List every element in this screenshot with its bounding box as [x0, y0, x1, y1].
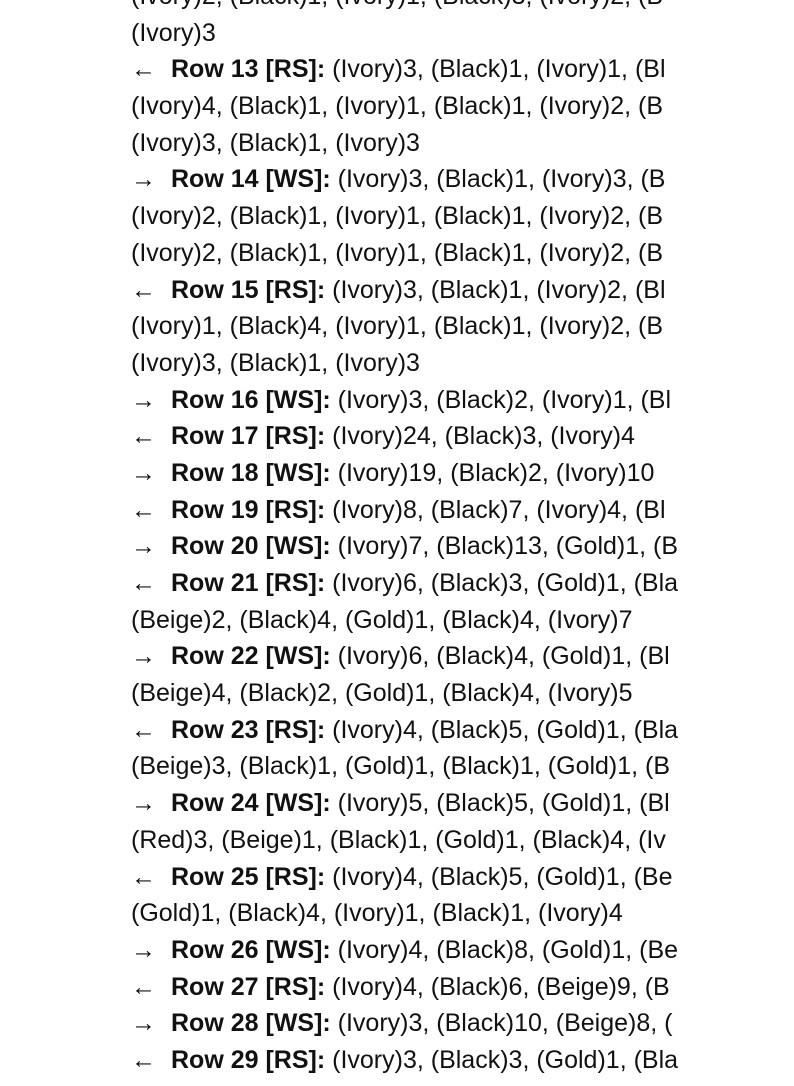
instruction-continuation-line: (Ivory)3 — [131, 15, 794, 52]
row-instruction-line: ← Row 17 [RS]: (Ivory)24, (Black)3, (Ivor… — [131, 418, 794, 455]
row-instruction-line: ← Row 25 [RS]: (Ivory)4, (Black)5, (Gold)… — [131, 859, 794, 896]
row-label: Row 13 [RS]: — [171, 55, 326, 84]
arrow-left-icon: ← — [131, 862, 156, 891]
instruction-continuation-line: (Beige)2, (Black)4, (Gold)1, (Black)4, (… — [131, 602, 794, 639]
arrow-left-icon: ← — [131, 55, 156, 84]
row-label: Row 16 [WS]: — [171, 385, 331, 414]
row-instruction-line: → Row 28 [WS]: (Ivory)3, (Black)10, (Beig… — [131, 1005, 794, 1042]
color-sequence-text: (Ivory)3, (Black)1, (Ivory)3 — [131, 128, 420, 157]
color-sequence-text: (Beige)4, (Black)2, (Gold)1, (Black)4, (… — [131, 679, 633, 708]
row-label: Row 21 [RS]: — [171, 569, 326, 597]
row-instruction-line: ← Row 27 [RS]: (Ivory)4, (Black)6, (Beige… — [131, 969, 794, 1006]
color-sequence-text: (Beige)3, (Black)1, (Gold)1, (Black)1, (… — [131, 752, 671, 781]
row-instruction-line: ← Row 23 [RS]: (Ivory)4, (Black)5, (Gold)… — [131, 712, 794, 749]
instruction-continuation-line: (Red)3, (Beige)1, (Black)1, (Gold)1, (Bl… — [131, 822, 794, 859]
arrow-left-icon: ← — [131, 495, 156, 524]
instruction-continuation-line: (Ivory)1, (Black)4, (Ivory)1, (Black)1, … — [131, 308, 794, 345]
color-sequence-text: (Ivory)2, (Black)1, (Ivory)1, (Black)3, … — [131, 0, 663, 10]
color-sequence-text: (Ivory)4, (Black)6, (Beige)9, (B — [325, 972, 670, 1001]
color-sequence-text: (Ivory)6, (Black)3, (Gold)1, (Bla — [325, 569, 679, 597]
row-instruction-line: ← Row 19 [RS]: (Ivory)8, (Black)7, (Ivory… — [131, 492, 794, 529]
arrow-right-icon: → — [131, 642, 156, 671]
row-label: Row 17 [RS]: — [171, 422, 326, 451]
row-instruction-line: ← Row 13 [RS]: (Ivory)3, (Black)1, (Ivory… — [131, 51, 794, 88]
color-sequence-text: (Red)3, (Beige)1, (Black)1, (Gold)1, (Bl… — [131, 825, 666, 854]
instruction-continuation-line: (Ivory)3, (Black)1, (Ivory)3 — [131, 345, 794, 382]
row-label: Row 26 [WS]: — [171, 935, 331, 964]
color-sequence-text: (Ivory)2, (Black)1, (Ivory)1, (Black)1, … — [131, 238, 664, 267]
row-label: Row 28 [WS]: — [171, 1009, 331, 1038]
row-label: Row 23 [RS]: — [171, 715, 326, 744]
instruction-continuation-line: (Ivory)2, (Black)1, (Ivory)1, (Black)3, … — [131, 0, 794, 15]
arrow-left-icon: ← — [131, 275, 156, 304]
instruction-continuation-line: (Beige)4, (Black)2, (Gold)1, (Black)4, (… — [131, 675, 794, 712]
instruction-continuation-line: (Ivory)2, (Black)1, (Ivory)1, (Black)1, … — [131, 235, 794, 272]
row-label: Row 20 [WS]: — [171, 532, 331, 561]
arrow-left-icon: ← — [131, 1045, 156, 1074]
color-sequence-text: (Ivory)19, (Black)2, (Ivory)10 — [330, 458, 655, 487]
instruction-continuation-line: (Ivory)3, (Black)1, (Ivory)3 — [131, 125, 794, 162]
pattern-instructions: (Ivory)2, (Black)1, (Ivory)1, (Black)3, … — [131, 0, 794, 1079]
color-sequence-text: (Ivory)7, (Black)13, (Gold)1, (B — [330, 532, 679, 561]
color-sequence-text: (Ivory)6, (Black)4, (Gold)1, (Bl — [330, 642, 670, 671]
row-label: Row 19 [RS]: — [171, 495, 326, 524]
color-sequence-text: (Ivory)24, (Black)3, (Ivory)4 — [325, 422, 635, 451]
color-sequence-text: (Ivory)3, (Black)10, (Beige)8, ( — [330, 1009, 673, 1038]
row-label: Row 24 [WS]: — [171, 789, 331, 818]
row-instruction-line: ← Row 21 [RS]: (Ivory)6, (Black)3, (Gold)… — [131, 565, 794, 602]
row-label: Row 29 [RS]: — [171, 1045, 326, 1074]
color-sequence-text: (Ivory)4, (Black)8, (Gold)1, (Be — [330, 935, 679, 964]
color-sequence-text: (Ivory)4, (Black)5, (Gold)1, (Bla — [325, 715, 679, 744]
arrow-right-icon: → — [131, 458, 156, 487]
row-label: Row 15 [RS]: — [171, 275, 326, 304]
arrow-left-icon: ← — [131, 972, 156, 1001]
row-instruction-line: ← Row 29 [RS]: (Ivory)3, (Black)3, (Gold)… — [131, 1042, 794, 1079]
color-sequence-text: (Ivory)2, (Black)1, (Ivory)1, (Black)1, … — [131, 202, 664, 231]
row-instruction-line: → Row 18 [WS]: (Ivory)19, (Black)2, (Ivor… — [131, 455, 794, 492]
color-sequence-text: (Gold)1, (Black)4, (Ivory)1, (Black)1, (… — [131, 899, 623, 928]
row-instruction-line: → Row 26 [WS]: (Ivory)4, (Black)8, (Gold)… — [131, 932, 794, 969]
arrow-right-icon: → — [131, 165, 156, 194]
row-instruction-line: → Row 22 [WS]: (Ivory)6, (Black)4, (Gold)… — [131, 638, 794, 675]
color-sequence-text: (Ivory)4, (Black)5, (Gold)1, (Be — [325, 862, 673, 891]
arrow-left-icon: ← — [131, 422, 156, 451]
row-instruction-line: → Row 24 [WS]: (Ivory)5, (Black)5, (Gold)… — [131, 785, 794, 822]
row-instruction-line: ← Row 15 [RS]: (Ivory)3, (Black)1, (Ivory… — [131, 272, 794, 309]
color-sequence-text: (Ivory)3 — [131, 18, 216, 47]
color-sequence-text: (Ivory)3, (Black)2, (Ivory)1, (Bl — [330, 385, 672, 414]
color-sequence-text: (Ivory)5, (Black)5, (Gold)1, (Bl — [330, 789, 670, 818]
row-instruction-line: → Row 14 [WS]: (Ivory)3, (Black)1, (Ivory… — [131, 161, 794, 198]
row-label: Row 14 [WS]: — [171, 165, 331, 194]
instruction-continuation-line: (Ivory)4, (Black)1, (Ivory)1, (Black)1, … — [131, 88, 794, 125]
arrow-left-icon: ← — [131, 569, 156, 597]
row-label: Row 27 [RS]: — [171, 972, 326, 1001]
color-sequence-text: (Beige)2, (Black)4, (Gold)1, (Black)4, (… — [131, 605, 633, 634]
arrow-right-icon: → — [131, 385, 156, 414]
arrow-right-icon: → — [131, 532, 156, 561]
color-sequence-text: (Ivory)3, (Black)1, (Ivory)2, (Bl — [325, 275, 666, 304]
instruction-continuation-line: (Beige)3, (Black)1, (Gold)1, (Black)1, (… — [131, 748, 794, 785]
row-label: Row 25 [RS]: — [171, 862, 326, 891]
color-sequence-text: (Ivory)3, (Black)1, (Ivory)1, (Bl — [325, 55, 666, 84]
row-instruction-line: → Row 16 [WS]: (Ivory)3, (Black)2, (Ivory… — [131, 382, 794, 419]
arrow-right-icon: → — [131, 1009, 156, 1038]
row-instruction-line: → Row 20 [WS]: (Ivory)7, (Black)13, (Gold… — [131, 528, 794, 565]
color-sequence-text: (Ivory)3, (Black)3, (Gold)1, (Bla — [325, 1045, 679, 1074]
color-sequence-text: (Ivory)1, (Black)4, (Ivory)1, (Black)1, … — [131, 312, 664, 341]
arrow-right-icon: → — [131, 935, 156, 964]
instruction-continuation-line: (Gold)1, (Black)4, (Ivory)1, (Black)1, (… — [131, 895, 794, 932]
color-sequence-text: (Ivory)8, (Black)7, (Ivory)4, (Bl — [325, 495, 666, 524]
row-label: Row 22 [WS]: — [171, 642, 331, 671]
color-sequence-text: (Ivory)3, (Black)1, (Ivory)3 — [131, 348, 420, 377]
color-sequence-text: (Ivory)4, (Black)1, (Ivory)1, (Black)1, … — [131, 92, 664, 121]
arrow-left-icon: ← — [131, 715, 156, 744]
arrow-right-icon: → — [131, 789, 156, 818]
row-label: Row 18 [WS]: — [171, 458, 331, 487]
instruction-continuation-line: (Ivory)2, (Black)1, (Ivory)1, (Black)1, … — [131, 198, 794, 235]
color-sequence-text: (Ivory)3, (Black)1, (Ivory)3, (B — [330, 165, 666, 194]
